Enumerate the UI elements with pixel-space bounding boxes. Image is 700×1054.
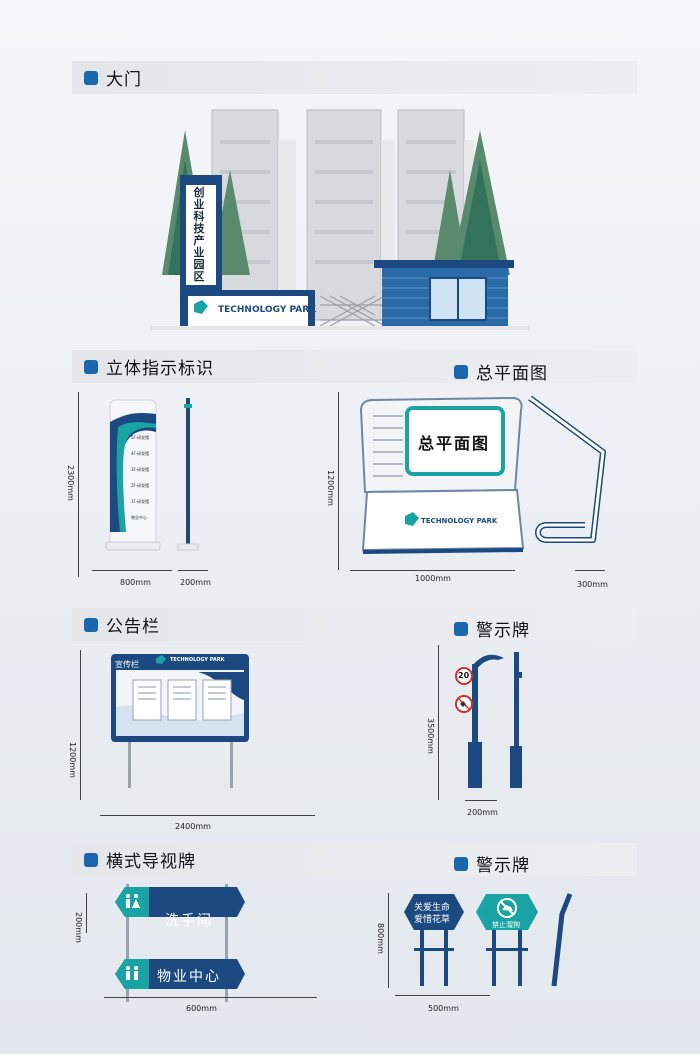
board-width: 2400mm	[175, 822, 211, 831]
bulletin-title: 宣传栏	[115, 660, 139, 669]
direction-signs-illustration	[115, 884, 245, 1002]
bullet-icon	[84, 617, 98, 632]
gate-park-name: TECHNOLOGY PARK	[218, 305, 317, 315]
dim-line	[395, 995, 490, 996]
bullet-icon	[84, 359, 98, 374]
section-title: 立体指示标识	[106, 359, 214, 379]
speed-limit-number: 20	[458, 671, 470, 680]
section-header-stereo: 立体指示标识 总平面图	[72, 350, 637, 384]
section-header-gate: 大门	[72, 61, 637, 94]
master-plan-title: 总平面图	[418, 434, 491, 453]
bullet-icon	[454, 364, 468, 379]
dim-line	[350, 570, 515, 571]
restroom-icon	[126, 894, 140, 908]
dim-line	[178, 570, 208, 571]
warning-sign2-illustration	[404, 893, 573, 987]
warning-sign1-illustration	[455, 652, 522, 788]
dim-line	[86, 893, 87, 933]
section-title: 横式导视牌	[106, 852, 196, 872]
floor-list: 5F·研发楼 4F·研发楼 3F·研发楼 2F·研发楼 1F·研发楼 物业中心	[131, 430, 149, 526]
warning2-sign2-text: 禁止溜狗	[492, 921, 520, 929]
floor-item: 3F·研发楼	[131, 467, 150, 472]
gate-illustration	[150, 109, 530, 330]
stereo-sign-illustration	[105, 398, 199, 551]
horizontal-height: 200mm	[74, 912, 83, 943]
warning1-height: 3500mm	[426, 718, 435, 754]
master-width2: 300mm	[577, 580, 608, 589]
warning2-width: 500mm	[428, 1004, 459, 1013]
direction-sign2-text: 物业中心	[157, 969, 221, 985]
warning2-height: 800mm	[376, 923, 385, 954]
master-plan-illustration	[359, 395, 606, 554]
property-icon	[126, 966, 138, 980]
master-plan-park-name: TECHNOLOGY PARK	[421, 517, 498, 525]
floor-item: 物业中心	[131, 515, 147, 520]
master-width1: 1000mm	[415, 574, 451, 583]
dim-line	[78, 392, 79, 577]
direction-sign1-text: 洗手间	[165, 913, 213, 929]
subheader-warning2: 警示牌	[454, 851, 530, 876]
dim-line	[338, 392, 339, 570]
section-title: 公告栏	[106, 617, 160, 637]
dim-line	[388, 893, 389, 988]
dim-line	[80, 650, 81, 800]
board-height: 1200mm	[68, 742, 77, 778]
section-title: 警示牌	[476, 621, 530, 641]
floor-item: 4F·研发楼	[131, 451, 150, 456]
dim-line	[104, 997, 317, 998]
section-title: 大门	[106, 70, 142, 90]
bullet-icon	[454, 621, 468, 636]
bullet-icon	[84, 70, 98, 85]
stereo-height: 2300mm	[66, 465, 75, 501]
subheader-master: 总平面图	[454, 359, 548, 384]
section-header-board: 公告栏 警示牌	[72, 608, 637, 641]
floor-item: 5F·研发楼	[131, 435, 150, 440]
bulletin-board-illustration	[111, 654, 249, 788]
section-title: 总平面图	[476, 364, 548, 384]
no-dog-icon	[502, 905, 513, 911]
floor-item: 1F·研发楼	[131, 499, 150, 504]
bullet-icon	[454, 856, 468, 871]
subheader-warning1: 警示牌	[454, 616, 530, 641]
bullet-icon	[84, 852, 98, 867]
warning2-sign1-line2: 爱惜花草	[414, 915, 451, 925]
dim-line	[92, 570, 172, 571]
warning1-width: 200mm	[467, 808, 498, 817]
section-header-horizontal: 横式导视牌 警示牌	[72, 843, 637, 876]
floor-item: 2F·研发楼	[131, 483, 150, 488]
bulletin-park-name: TECHNOLOGY PARK	[170, 657, 225, 663]
gate-vertical-sign-text: 创业科技产业园区	[193, 186, 205, 283]
stereo-width2: 200mm	[180, 578, 211, 587]
dim-line	[575, 570, 605, 571]
dim-line	[100, 815, 315, 816]
stereo-width1: 800mm	[120, 578, 151, 587]
dim-line	[465, 800, 497, 801]
dim-line	[438, 645, 439, 800]
section-title: 警示牌	[476, 856, 530, 876]
warning2-sign1-line1: 关爱生命	[414, 903, 451, 913]
master-height: 1200mm	[326, 470, 335, 506]
horizontal-width: 600mm	[186, 1004, 217, 1013]
